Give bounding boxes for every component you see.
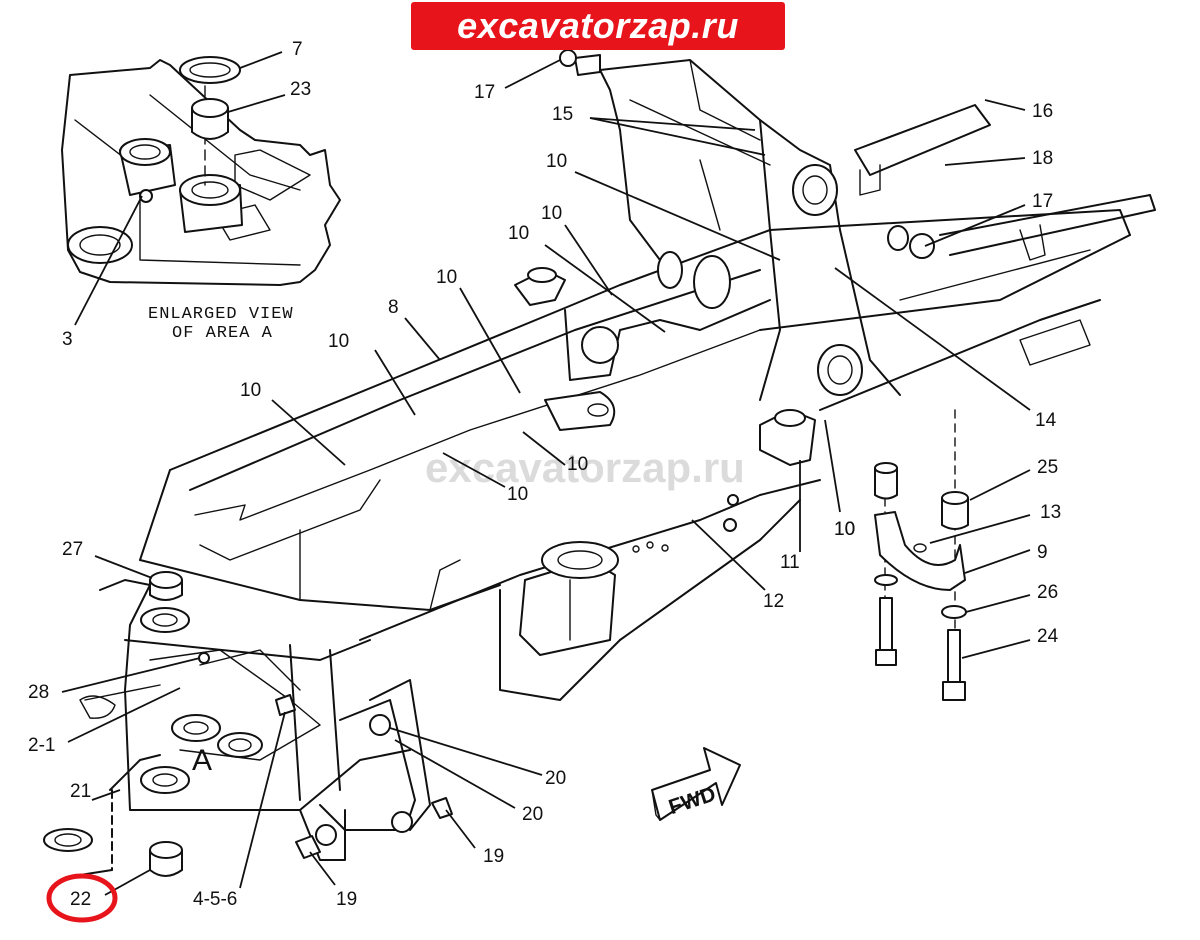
callout-10: 10 (834, 519, 855, 540)
callout-19: 19 (483, 846, 504, 867)
callout-labels: 7 23 3 17 15 16 18 17 10 10 10 10 8 10 1… (28, 39, 1061, 910)
callout-15: 15 (552, 104, 573, 125)
site-banner-text: excavatorzap.ru (457, 5, 739, 46)
callout-28: 28 (28, 682, 49, 703)
site-banner[interactable]: excavatorzap.ru (411, 2, 785, 50)
callout-9: 9 (1037, 542, 1048, 563)
callout-11: 11 (780, 552, 800, 573)
callout-10: 10 (436, 267, 457, 288)
callout-27: 27 (62, 539, 83, 560)
callout-24: 24 (1037, 626, 1059, 647)
callout-10: 10 (541, 203, 562, 224)
watermark: excavatorzap.ru (425, 444, 745, 491)
callout-23: 23 (290, 79, 311, 100)
callout-10: 10 (328, 331, 349, 352)
callout-10: 10 (508, 223, 529, 244)
callout-10: 10 (507, 484, 528, 505)
callout-12: 12 (763, 591, 784, 612)
callout-16: 16 (1032, 101, 1053, 122)
callout-10: 10 (546, 151, 567, 172)
callout-14: 14 (1035, 410, 1057, 431)
leader-lines (61, 51, 1031, 896)
callout-20: 20 (522, 804, 543, 825)
callout-20: 20 (545, 768, 566, 789)
callout-10: 10 (240, 380, 261, 401)
inset-note-line2: OF AREA A (172, 324, 273, 343)
callout-8: 8 (388, 297, 399, 318)
fwd-arrow: FWD (651, 747, 741, 821)
callout-13: 13 (1040, 502, 1061, 523)
callout-18: 18 (1032, 148, 1053, 169)
callout-10: 10 (834, 519, 855, 540)
callout-21: 21 (70, 781, 91, 802)
highlight-circle-22 (46, 873, 118, 923)
callout-7: 7 (292, 39, 303, 60)
inset-enlarged-view: ENLARGED VIEW OF AREA A (61, 56, 341, 343)
callout-19: 19 (336, 889, 357, 910)
callout-26: 26 (1037, 582, 1058, 603)
callout-2-1: 2-1 (28, 735, 55, 756)
callout-10: 10 (567, 454, 588, 475)
area-a-letter: A (192, 744, 212, 777)
main-frame (43, 49, 1156, 877)
callout-25: 25 (1037, 457, 1058, 478)
exploded-parts (874, 409, 969, 701)
callout-22: 22 (70, 889, 91, 910)
inset-note-line1: ENLARGED VIEW (148, 305, 294, 324)
callout-17: 17 (474, 82, 495, 103)
callout-4-5-6: 4-5-6 (193, 889, 237, 910)
callout-3: 3 (62, 329, 73, 350)
callout-17: 17 (1032, 191, 1053, 212)
